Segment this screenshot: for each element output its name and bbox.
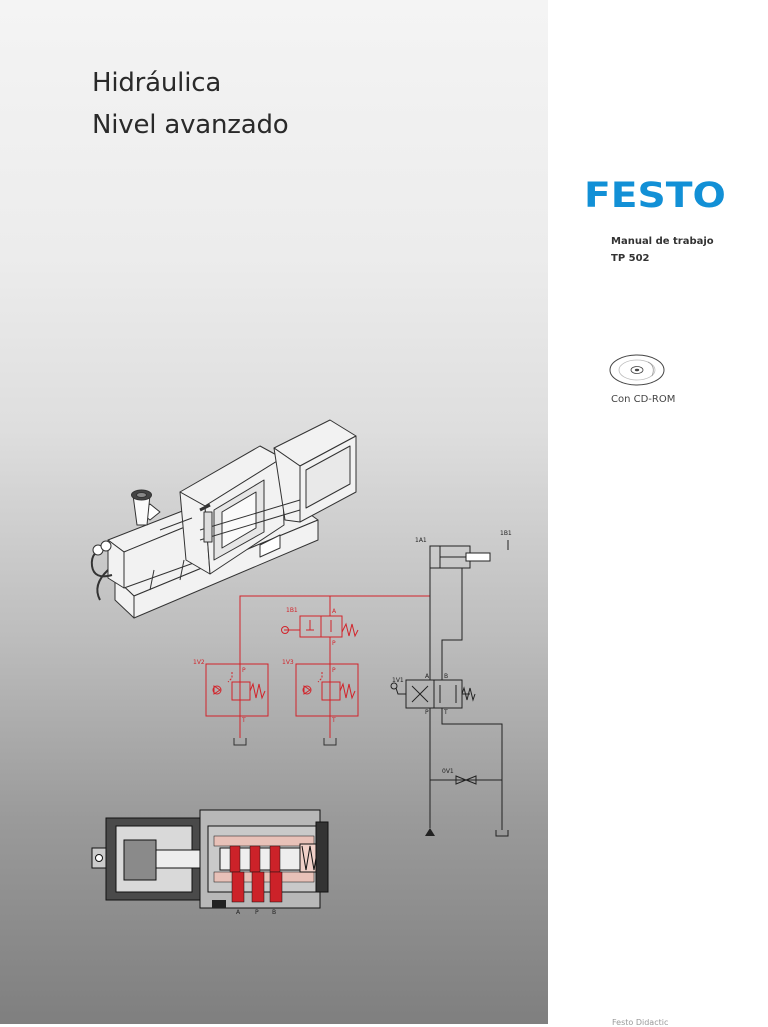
svg-text:1A1: 1A1 — [415, 537, 427, 544]
svg-text:1B1: 1B1 — [286, 607, 298, 614]
svg-text:A: A — [425, 673, 430, 680]
svg-text:1V3: 1V3 — [282, 659, 294, 666]
hydraulic-circuit-red — [205, 595, 430, 738]
cover-title-line-1: Hidráulica — [92, 68, 222, 98]
manual-label: Manual de trabajo — [611, 236, 714, 247]
svg-text:1B1: 1B1 — [500, 530, 512, 537]
cd-rom-label: Con CD-ROM — [611, 394, 676, 405]
hydraulic-circuit-red-tanks — [233, 738, 337, 746]
cover-right-panel — [548, 0, 768, 1024]
svg-text:P: P — [332, 640, 336, 647]
footer-text: Festo Didactic — [612, 1018, 669, 1027]
tp-label: TP 502 — [611, 253, 650, 264]
svg-text:1V1: 1V1 — [392, 677, 404, 684]
circuit-labels: 1A1 1B1 1B1 A P 1V2 1V3 P P T T 1V1 A B … — [193, 530, 512, 775]
svg-text:B: B — [272, 909, 276, 916]
svg-text:T: T — [331, 717, 336, 724]
festo-logo: FESTO — [584, 176, 726, 216]
hydraulic-circuit-black — [390, 540, 509, 837]
svg-text:P: P — [242, 667, 246, 674]
pump-arrow-icon — [425, 828, 435, 836]
injection-machine-drawing — [90, 419, 357, 619]
svg-text:A: A — [236, 909, 241, 916]
valve-cutaway-drawing: A P B — [91, 809, 329, 916]
cover-title-line-2: Nivel avanzado — [92, 110, 289, 140]
cd-rom-icon — [609, 354, 665, 386]
svg-text:1V2: 1V2 — [193, 659, 205, 666]
svg-text:A: A — [332, 608, 337, 615]
cover-illustrations: 1A1 1B1 1B1 A P 1V2 1V3 P P T T 1V1 A B … — [90, 419, 512, 916]
svg-text:P: P — [425, 709, 429, 716]
svg-text:P: P — [255, 909, 259, 916]
svg-text:B: B — [444, 673, 448, 680]
svg-text:0V1: 0V1 — [442, 768, 454, 775]
svg-text:P: P — [332, 667, 336, 674]
svg-text:T: T — [443, 709, 448, 716]
svg-text:T: T — [241, 717, 246, 724]
